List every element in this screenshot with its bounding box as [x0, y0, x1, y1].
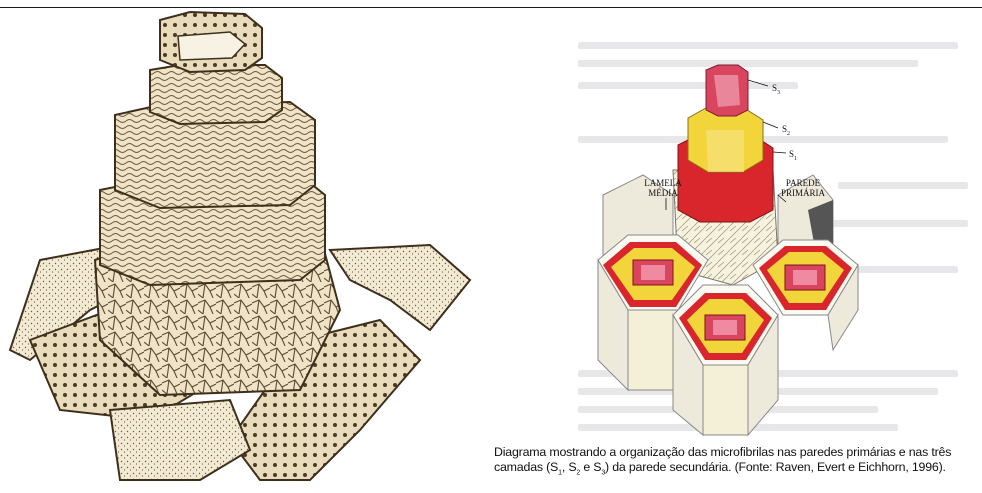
s3-layer-block: [150, 65, 282, 124]
color-diagram-drawing: [478, 10, 982, 488]
label-s2: S2: [782, 124, 790, 139]
label-lamela-media: LAMELA MÉDIA: [633, 178, 693, 198]
label-parede-primaria: PAREDE PRIMÁRIA: [770, 178, 836, 198]
wall-arm-right: [330, 245, 470, 330]
engraving-drawing: [0, 10, 472, 488]
figure-caption: Diagrama mostrando a organização das mic…: [494, 445, 982, 475]
label-s3: S3: [772, 83, 780, 98]
cell-wall-color-diagram: S3 S2 S1 LAMELA MÉDIA PAREDE PRIMÁRIA: [478, 10, 982, 488]
label-s1: S1: [789, 149, 797, 164]
top-rule: [0, 7, 982, 8]
hex-cell-center: [673, 285, 778, 435]
cell-wall-engraving: [0, 10, 472, 488]
wall-arm-bottom: [110, 400, 250, 480]
lumen-opening: [178, 32, 245, 60]
caption-line-1: Diagrama mostrando a organização das mic…: [494, 445, 982, 460]
caption-line-2: camadas (S1, S2 e S3) da parede secundár…: [494, 460, 982, 475]
